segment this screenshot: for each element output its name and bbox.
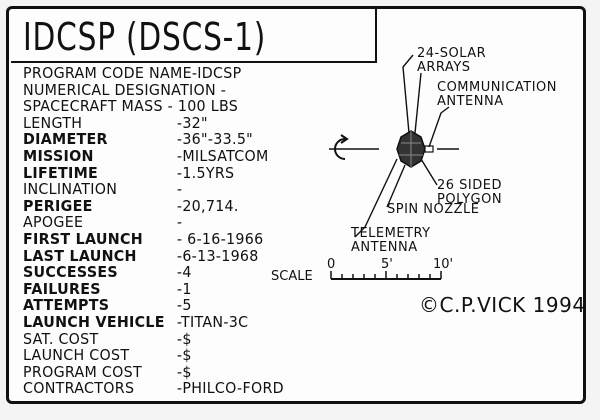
spec-label: PROGRAM CODE NAME-IDCSP [23,64,242,82]
spec-label: LENGTH [23,113,83,132]
leader-solar [402,54,414,134]
spec-label: SAT. COST [23,329,99,348]
leader-telemetry [354,158,398,238]
spec-value: - [176,213,183,232]
spec-value: -5 [176,296,192,315]
spec-value: -36"-33.5" [176,130,254,149]
spec-label: INCLINATION [23,180,118,199]
spec-value: - 6-16-1966 [176,230,264,248]
spec-label: LIFETIME [23,163,99,182]
spec-value: -$ [176,362,192,381]
spec-label: MISSION [23,147,94,165]
title-divider [375,9,377,63]
spec-value: -6-13-1968 [176,246,259,265]
spec-label: SPACECRAFT MASS - 100 LBS [23,97,239,116]
rotation-arrow-icon [334,138,346,160]
spec-value: -MILSATCOM [176,147,269,165]
spec-value: -1 [176,279,192,298]
scale-tick-0: 0 [327,257,336,272]
spec-label: PERIGEE [23,196,93,215]
callout-spin-nozzle: SPIN NOZZLE [387,202,480,217]
spec-label: FIRST LAUNCH [23,230,143,248]
leader-comm [428,106,450,148]
spec-label: APOGEE [23,213,84,232]
spec-value: - [176,180,183,199]
spec-value: -32" [176,113,208,132]
card-title: IDCSP (DSCS-1) [23,15,267,59]
scale-tick-10: 10' [433,257,454,272]
spec-label: FAILURES [23,279,101,298]
spec-label: NUMERICAL DESIGNATION - [23,80,227,99]
title-underline [11,61,377,63]
spec-label: PROGRAM COST [23,362,142,381]
spec-value: -4 [176,263,192,282]
spec-value: -1.5YRS [176,163,235,182]
copyright-credit: ©C.P.VICK 1994 [419,293,586,317]
spec-label: LAUNCH VEHICLE [23,313,165,331]
spec-value: -PHILCO-FORD [176,379,284,398]
spec-label: SUCCESSES [23,263,118,282]
scale-tick-5: 5' [381,257,393,272]
spec-label: LAUNCH COST [23,346,130,365]
spec-value: -20,714. [176,196,239,215]
spec-label: DIAMETER [23,130,108,149]
spec-value: -$ [176,346,192,365]
scale-label: SCALE [271,269,313,284]
spec-value: -$ [176,329,192,348]
leader-polygon [420,158,438,186]
leader-spin [386,164,406,208]
spec-label: CONTRACTORS [23,379,135,398]
spec-label: LAST LAUNCH [23,246,137,265]
spec-label: ATTEMPTS [23,296,110,315]
spacecraft-diagram [329,54,459,280]
spec-value: -TITAN-3C [176,313,249,331]
